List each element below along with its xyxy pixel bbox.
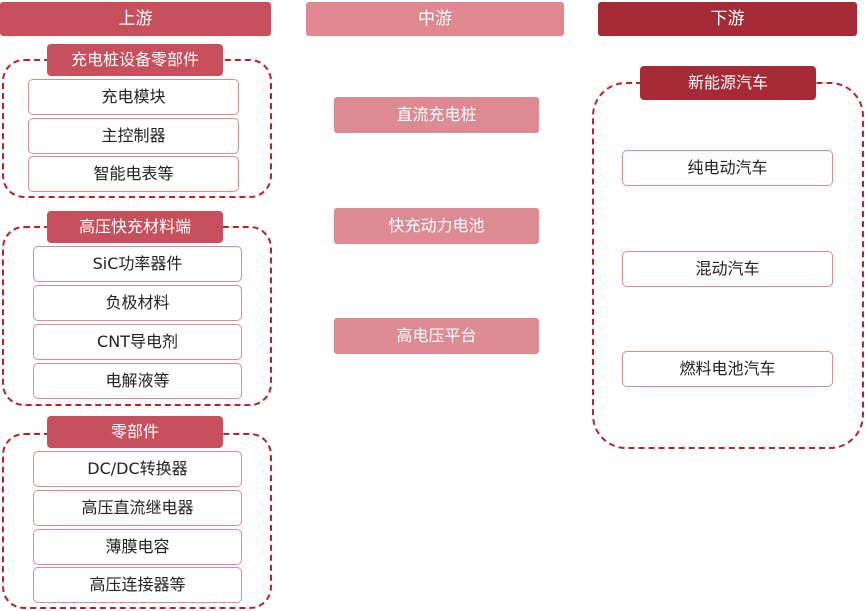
upstream-group-3-item-4: 高压连接器等 <box>33 567 242 603</box>
upstream-group-3-item-1: DC/DC转换器 <box>33 451 242 487</box>
midstream-header: 中游 <box>306 2 564 36</box>
upstream-group-2-item-1: SiC功率器件 <box>33 246 242 282</box>
downstream-item-1: 纯电动汽车 <box>622 150 833 186</box>
midstream-item-3: 高电压平台 <box>334 318 539 354</box>
upstream-group-1-item-3: 智能电表等 <box>28 156 239 192</box>
upstream-group-1-item-2: 主控制器 <box>28 118 239 154</box>
upstream-group-1-title: 充电桩设备零部件 <box>47 44 223 76</box>
upstream-group-2-item-4: 电解液等 <box>33 363 242 399</box>
upstream-group-1-item-1: 充电模块 <box>28 79 239 115</box>
downstream-header: 下游 <box>598 2 857 36</box>
upstream-group-3-item-2: 高压直流继电器 <box>33 490 242 526</box>
midstream-item-2: 快充动力电池 <box>334 208 539 244</box>
downstream-item-2: 混动汽车 <box>622 251 833 287</box>
upstream-group-2-title: 高压快充材料端 <box>47 211 223 243</box>
upstream-group-2-item-2: 负极材料 <box>33 285 242 321</box>
upstream-group-3-title: 零部件 <box>47 416 223 448</box>
upstream-header: 上游 <box>0 2 271 36</box>
downstream-item-3: 燃料电池汽车 <box>622 351 833 387</box>
midstream-item-1: 直流充电桩 <box>334 97 539 133</box>
downstream-group-title: 新能源汽车 <box>640 66 816 100</box>
upstream-group-3-item-3: 薄膜电容 <box>33 529 242 565</box>
upstream-group-2-item-3: CNT导电剂 <box>33 324 242 360</box>
